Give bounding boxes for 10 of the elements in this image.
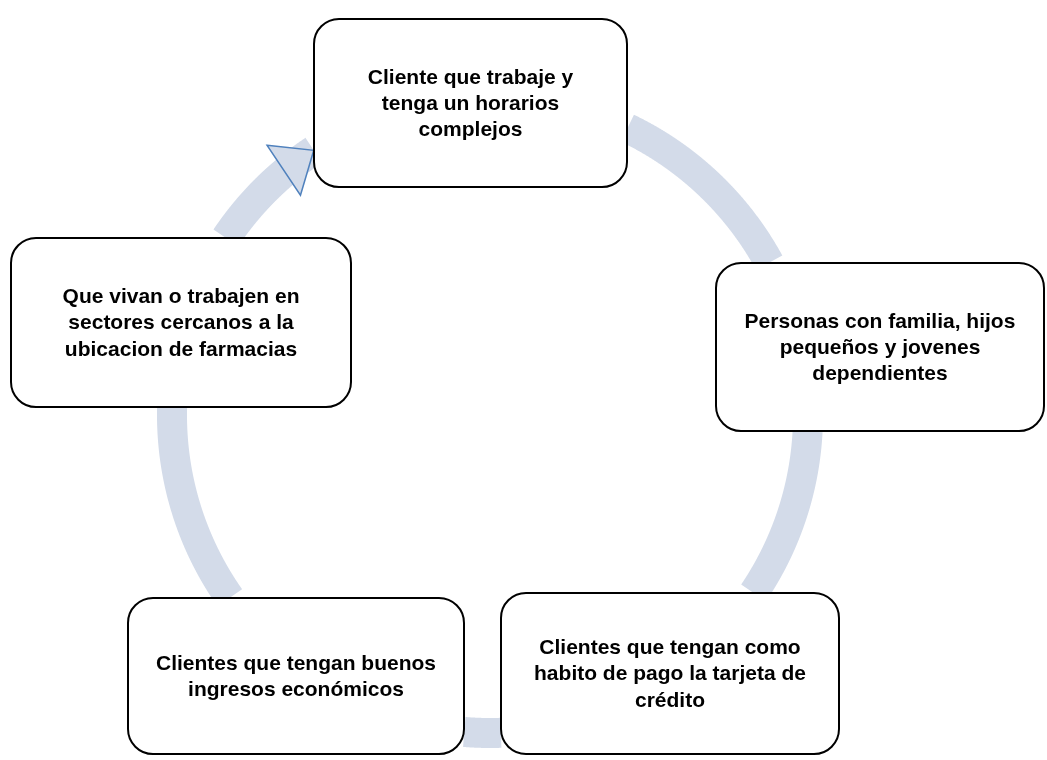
node-text: Personas con familia, hijos pequeños y jovenes dependientes bbox=[743, 307, 1017, 387]
text-box bbox=[500, 592, 840, 755]
text-box bbox=[715, 262, 1045, 432]
node-text: Que vivan o trabajen en sectores cercanos a la ubicacion de farmacias bbox=[61, 283, 301, 362]
node-text: Cliente que trabaje y tenga un horarios complejos bbox=[366, 63, 575, 143]
text-box bbox=[127, 597, 465, 755]
node-text: Clientes que tengan buenos ingresos económicos bbox=[155, 649, 437, 702]
text-box bbox=[313, 18, 628, 188]
text-box bbox=[10, 237, 352, 408]
node-text: Clientes que tengan como habito de pago la tarjeta de crédito bbox=[533, 634, 807, 713]
